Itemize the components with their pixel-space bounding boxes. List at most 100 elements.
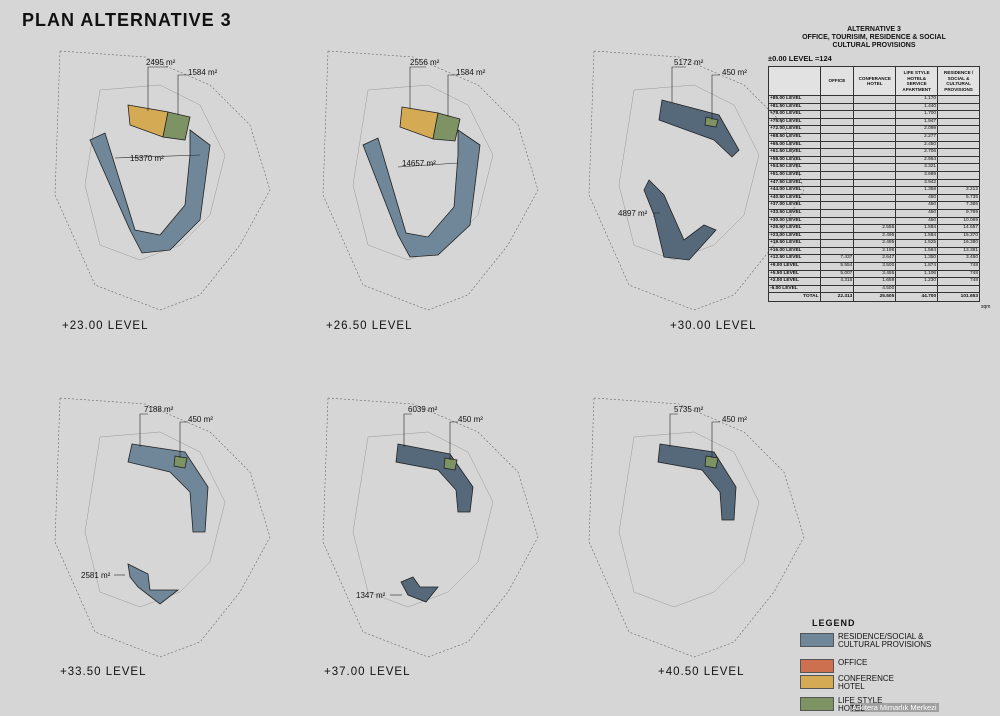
legend-title: LEGEND [812, 618, 856, 628]
table-cell [819, 239, 855, 248]
unit-label: sqm [981, 304, 991, 310]
table-cell [937, 132, 980, 142]
table-cell [819, 163, 855, 172]
table-cell: 1.440 [895, 102, 939, 112]
table-cell: 1.525 [895, 239, 939, 248]
table-cell: 3.450 [937, 254, 980, 264]
table-row: +81.50 LEVEL 1.440 [768, 102, 980, 112]
table-cell: 1.170 [895, 95, 939, 104]
legend-text-line: HOTEL [838, 704, 865, 713]
legend-text-line: HOTEL [838, 682, 865, 691]
table-cell [819, 95, 855, 104]
table-cell: +9.00 LEVEL [768, 262, 821, 271]
table-cell [853, 155, 897, 165]
table-cell [819, 148, 855, 157]
table-cell [819, 224, 855, 233]
table-cell: 5.554 [819, 262, 855, 271]
table-cell [853, 216, 897, 226]
table-total-cell: 101.653 [937, 292, 980, 303]
table-header-cell: CONFERANCE HOTEL [853, 66, 897, 96]
table-cell [819, 284, 855, 294]
area-label: 2556 m² [410, 58, 440, 67]
table-cell [819, 208, 855, 218]
plan-panel-37-00: 6039 m² 450 m² 1347 m² +37.00 LEVEL [318, 392, 548, 692]
table-cell: +72.00 LEVEL [768, 125, 821, 134]
area-label: 450 m² [188, 415, 213, 424]
table-cell: +75.50 LEVEL [768, 117, 821, 127]
table-cell [937, 110, 980, 119]
table-cell: +81.50 LEVEL [768, 102, 821, 112]
table-total-cell: 44.700 [895, 292, 939, 303]
table-cell [853, 186, 897, 195]
table-cell [895, 284, 939, 294]
table-cell [937, 117, 980, 127]
table-cell [937, 125, 980, 134]
plan-panel-26-50: 2556 m² 1584 m² 14657 m² +26.50 LEVEL [318, 45, 548, 345]
table-cell: 2.556 [853, 224, 897, 233]
table-cell: 748 [937, 277, 980, 286]
table-cell: 7.437 [819, 254, 855, 264]
table-cell [853, 125, 897, 134]
area-label: 5735 m² [674, 405, 704, 414]
table-cell: 2.450 [895, 140, 939, 150]
page-title: PLAN ALTERNATIVE 3 [22, 10, 232, 30]
site-plan-37-00 [322, 397, 539, 658]
table-cell [819, 155, 855, 165]
table-cell [819, 201, 855, 210]
table-cell [853, 178, 897, 188]
site-plan-23-00 [54, 50, 271, 311]
table-cell [819, 132, 855, 142]
table-cell: +12.50 LEVEL [768, 254, 821, 264]
site-plan-40-50 [588, 397, 805, 658]
level-label: +40.50 LEVEL [658, 666, 745, 678]
table-cell [853, 170, 897, 180]
table-cell: 450 [895, 208, 939, 218]
legend-swatch [800, 697, 834, 711]
table-cell [853, 132, 897, 142]
table-cell: 450 [895, 193, 939, 203]
table-cell: 14.657 [937, 224, 980, 233]
legend-text-line: LIFE STYLE [838, 696, 883, 705]
level-label: +23.00 LEVEL [62, 320, 149, 332]
table-cell: +33.50 LEVEL [768, 208, 821, 218]
legend-text: OFFICE [838, 659, 867, 667]
table-cell [819, 125, 855, 134]
table-cell [853, 140, 897, 150]
table-cell: +23.00 LEVEL [768, 231, 821, 241]
table-cell: 1.584 [895, 231, 939, 241]
table-cell: 1.947 [895, 117, 939, 127]
legend-text: RESIDENCE/SOCIAL &CULTURAL PROVISIONS [838, 633, 931, 649]
table-cell: 2.495 [853, 239, 897, 248]
table-cell: 1.874 [895, 262, 939, 271]
area-label: 7188 m² [144, 405, 174, 414]
table-cell: 9.769 [937, 208, 980, 218]
table-cell: 1.350 [895, 254, 939, 264]
table-cell [937, 155, 980, 165]
table-cell: 4.315 [819, 277, 855, 286]
table-total-cell: 25.505 [853, 292, 897, 303]
table-cell [937, 102, 980, 112]
table-heading: ALTERNATIVE 3 OFFICE, TOURISIM, RESIDENC… [768, 26, 980, 50]
table-row: +75.50 LEVEL 1.947 [768, 117, 980, 127]
legend-text-line: OFFICE [838, 658, 868, 667]
table-cell: +19.50 LEVEL [768, 239, 821, 248]
table-cell: +68.50 LEVEL [768, 132, 821, 142]
table-cell: 3.689 [895, 170, 939, 180]
table-cell [853, 193, 897, 203]
area-label: 6039 m² [408, 405, 438, 414]
area-label: 450 m² [722, 415, 747, 424]
watermark: Arkitera Mimarlık Merkezi [850, 703, 939, 712]
table-cell: 1.584 [895, 246, 939, 256]
table-cell: +5.50 LEVEL [768, 269, 821, 279]
table-cell: 748 [937, 262, 980, 271]
table-cell: +58.00 LEVEL [768, 155, 821, 165]
table-cell: 16.380 [937, 239, 980, 248]
